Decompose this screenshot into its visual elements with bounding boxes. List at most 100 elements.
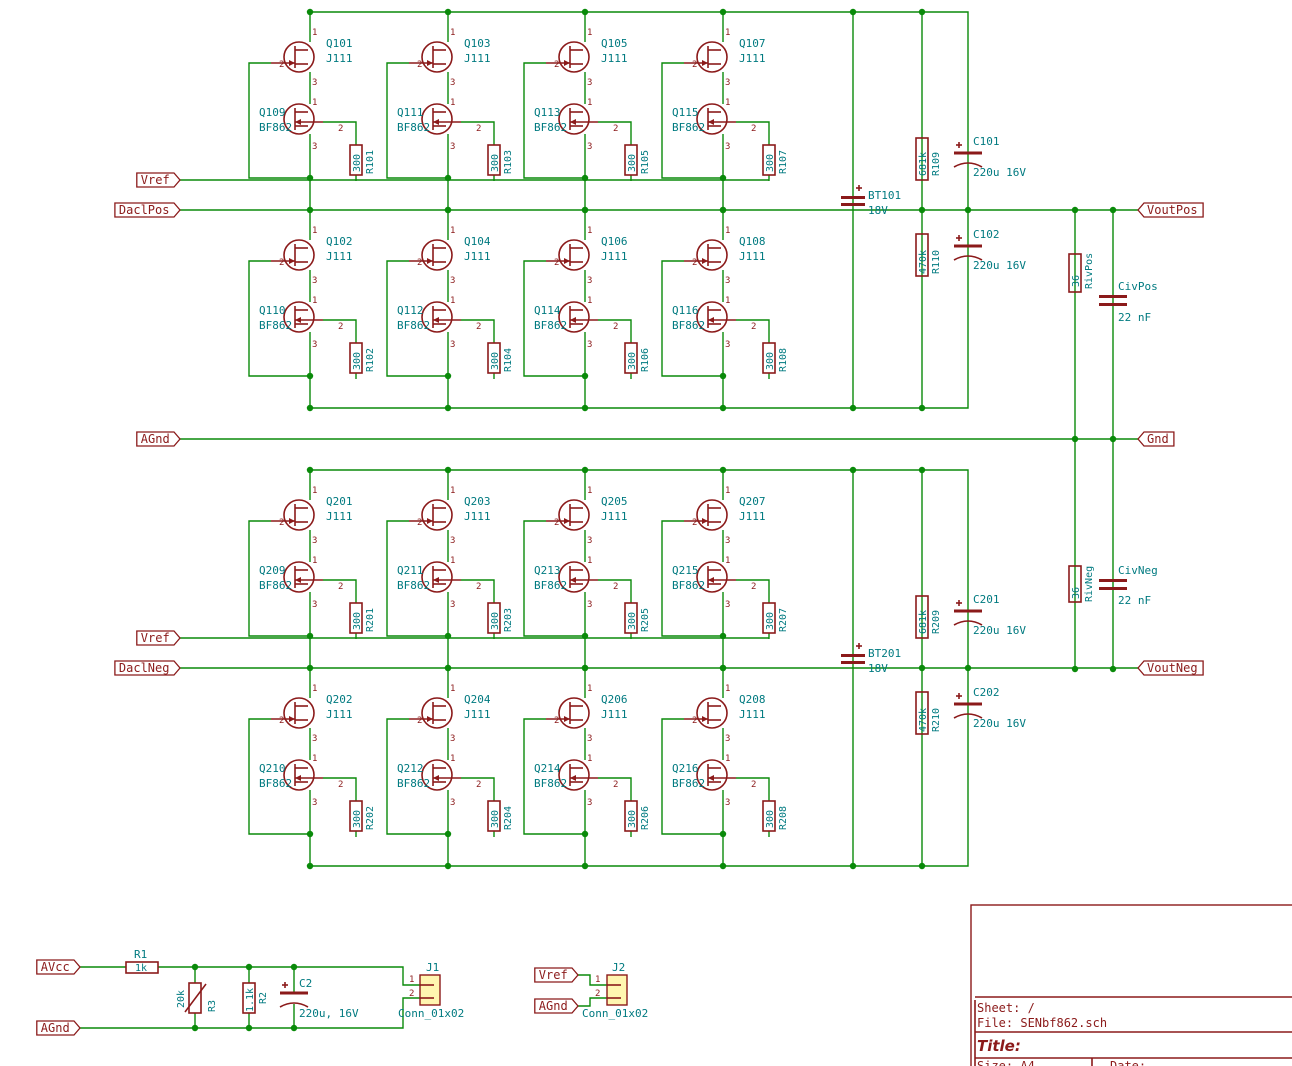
resistor-R105[interactable] [624,144,638,176]
label-vref_top[interactable] [136,172,181,188]
resistor-R102[interactable] [349,342,363,374]
jfet-Q104[interactable] [409,239,453,271]
resistor-R202[interactable] [349,800,363,832]
jfet-value: BF862 [259,319,292,332]
resistor-R103[interactable] [487,144,501,176]
resistor-RivPos[interactable] [1068,253,1082,293]
connector-J2[interactable] [606,974,628,1006]
jfet-Q215[interactable] [696,561,736,593]
resistor-R101[interactable] [349,144,363,176]
resistor-R2[interactable] [242,982,256,1014]
resistor-divider-lower[interactable] [915,691,929,735]
cap-C2[interactable] [279,982,309,1008]
resistor-R207[interactable] [762,602,776,634]
resistor-value: 300 [627,612,638,630]
jfet-Q206[interactable] [546,697,590,729]
jfet-Q207[interactable] [684,499,728,531]
junction-dot [444,8,452,16]
jfet-Q115[interactable] [696,103,736,135]
jfet-Q109[interactable] [283,103,323,135]
gate-arrow [427,716,433,722]
pin-1: 1 [587,98,592,108]
psu-top-wire [158,966,420,986]
jfet-Q205[interactable] [546,499,590,531]
pin-1: 1 [312,28,317,38]
jfet-Q204[interactable] [409,697,453,729]
jfet-Q213[interactable] [558,561,598,593]
battery-BT101[interactable] [841,185,865,206]
resistor-R104[interactable] [487,342,501,374]
resistor-R201[interactable] [349,602,363,634]
label-vref_bottom[interactable] [136,630,181,646]
resistor-divider-lower[interactable] [915,233,929,277]
rail-top [310,469,969,668]
label-avcc[interactable] [36,959,81,975]
pin-2: 2 [613,582,618,592]
cap-upper[interactable] [953,142,983,168]
jfet-Q209[interactable] [283,561,323,593]
jfet-Q201[interactable] [271,499,315,531]
jfet-Q210[interactable] [283,759,323,791]
riv-pos-ref: RivPos [1084,253,1095,289]
jfet-Q116[interactable] [696,301,736,333]
label-gnd[interactable] [1137,431,1175,447]
label-agnd[interactable] [136,431,181,447]
label-vref-j2[interactable] [534,967,579,983]
pin-2: 2 [279,60,284,70]
jfet-Q113[interactable] [558,103,598,135]
jfet-Q107[interactable] [684,41,728,73]
resistor-R206[interactable] [624,800,638,832]
jfet-Q202[interactable] [271,697,315,729]
jfet-Q102[interactable] [271,239,315,271]
cap-CivPos[interactable] [1099,295,1127,306]
resistor-RivNeg[interactable] [1068,565,1082,603]
cap-curved-plate [953,713,983,719]
jfet-value: BF862 [397,121,430,134]
jfet-Q103[interactable] [409,41,453,73]
label-agnd-psu[interactable] [36,1020,81,1036]
jfet-Q108[interactable] [684,239,728,271]
cap-CivNeg[interactable] [1099,579,1127,590]
jfet-Q105[interactable] [546,41,590,73]
jfet-Q211[interactable] [421,561,461,593]
resistor-divider-upper[interactable] [915,137,929,181]
battery-BT201[interactable] [841,643,865,664]
jfet-Q214[interactable] [558,759,598,791]
resistor-R1[interactable] [125,961,159,974]
cap-lower[interactable] [953,693,983,719]
jfet-Q110[interactable] [283,301,323,333]
jfet-Q111[interactable] [421,103,461,135]
jfet-Q212[interactable] [421,759,461,791]
jfet-Q216[interactable] [696,759,736,791]
junction-dot [290,1024,298,1032]
connector-J1[interactable] [419,974,441,1006]
label-agnd-j2[interactable] [534,998,579,1014]
pin-3: 3 [312,798,317,808]
resistor-R205[interactable] [624,602,638,634]
jfet-Q101[interactable] [271,41,315,73]
resistor-R107[interactable] [762,144,776,176]
cap-lower[interactable] [953,235,983,261]
label-vout_neg-text: VoutNeg [1147,661,1198,675]
resistor-divider-upper[interactable] [915,595,929,639]
junction-dot [444,830,452,838]
size-label: Size: A4 [977,1059,1035,1066]
jfet-Q112[interactable] [421,301,461,333]
resistor-R106[interactable] [624,342,638,374]
label-vout_pos[interactable] [1137,202,1204,218]
resistor-R203[interactable] [487,602,501,634]
resistor-R108[interactable] [762,342,776,374]
resistor-R204[interactable] [487,800,501,832]
jfet-Q203[interactable] [409,499,453,531]
potentiometer-R3[interactable] [188,982,202,1014]
junction-dot [581,372,589,380]
jfet-body [283,301,315,333]
jfet-Q208[interactable] [684,697,728,729]
jfet-Q114[interactable] [558,301,598,333]
label-dacl_neg[interactable] [114,660,181,676]
label-vout_neg[interactable] [1137,660,1204,676]
resistor-R208[interactable] [762,800,776,832]
jfet-Q106[interactable] [546,239,590,271]
cap-upper[interactable] [953,600,983,626]
label-dacl_pos[interactable] [114,202,181,218]
